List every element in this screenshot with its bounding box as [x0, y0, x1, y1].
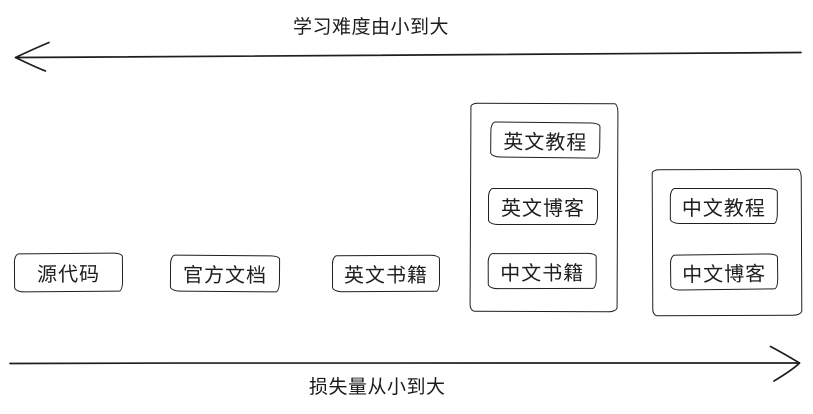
node-english-tutorials: 英文教程	[490, 121, 601, 159]
bottom-axis-label: 损失量从小到大	[309, 377, 446, 398]
node-english-books: 英文书籍	[331, 254, 441, 293]
top-axis-label: 学习难度由小到大	[293, 17, 450, 38]
node-english-blogs: 英文博客	[488, 187, 599, 225]
node-chinese-books: 中文书籍	[487, 252, 597, 290]
group-box-right: 中文教程 中文博客	[651, 168, 803, 317]
arrow-left-icon	[14, 41, 802, 72]
node-source-code: 源代码	[13, 252, 124, 293]
node-chinese-tutorials: 中文教程	[669, 188, 778, 225]
node-chinese-blogs: 中文博客	[669, 253, 779, 291]
group-box-middle: 英文教程 英文博客 中文书籍	[469, 102, 619, 313]
node-official-docs: 官方文档	[169, 254, 281, 293]
